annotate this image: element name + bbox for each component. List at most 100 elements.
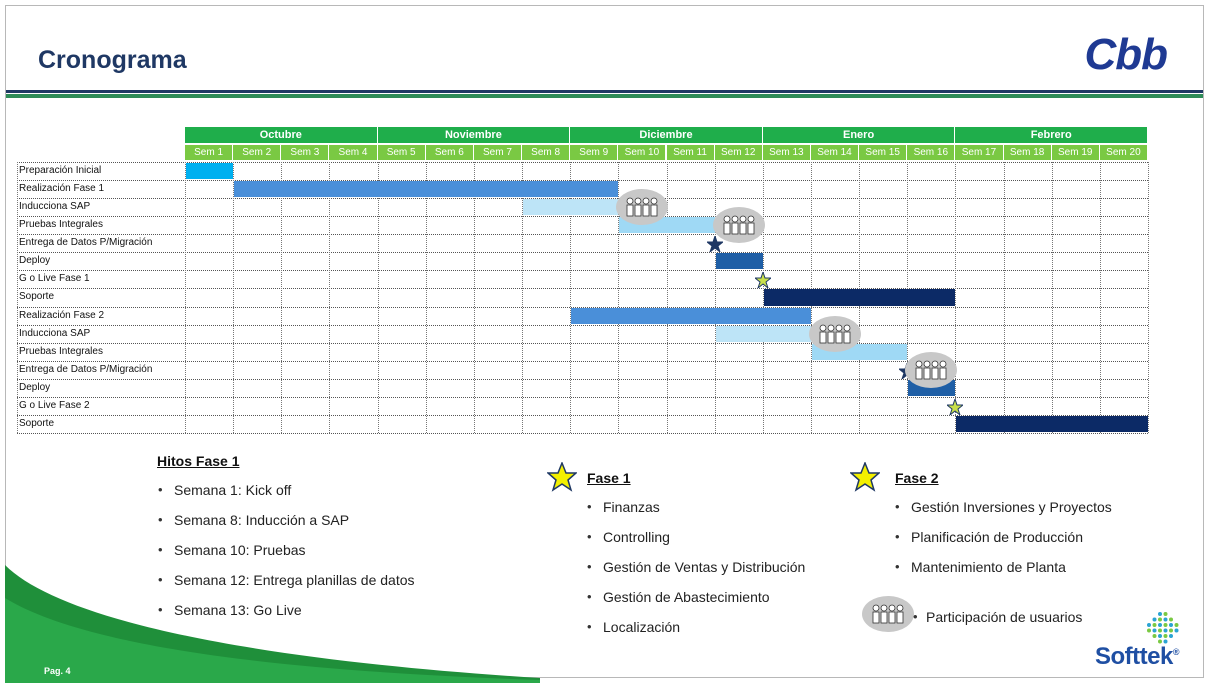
grid-col-line <box>1099 162 1101 433</box>
task-label: G o Live Fase 2 <box>19 399 90 411</box>
grid-row-line <box>17 288 1148 290</box>
week-header: Sem 1 <box>185 145 234 160</box>
month-header: Noviembre <box>377 127 571 143</box>
task-label: Pruebas Integrales <box>19 345 103 357</box>
grid-col-line <box>1051 162 1053 433</box>
fase1-item: Gestión de Abastecimiento <box>587 588 805 606</box>
legend-bullet: • <box>913 609 918 624</box>
hito-item: Semana 13: Go Live <box>158 601 415 619</box>
grid-col-line <box>666 162 668 433</box>
month-header: Enero <box>762 127 956 143</box>
task-label: Soporte <box>19 291 55 303</box>
fase1-item: Controlling <box>587 528 805 546</box>
task-label: Soporte <box>19 417 55 429</box>
users-group-icon <box>712 207 765 244</box>
footer-wave <box>5 565 540 683</box>
week-header: Sem 3 <box>281 145 330 160</box>
grid-row-line <box>17 234 1148 236</box>
hito-item: Semana 12: Entrega planillas de datos <box>158 571 415 589</box>
users-group-icon <box>862 596 914 632</box>
softtek-dots-icon <box>1147 612 1179 644</box>
grid-col-line <box>762 162 764 433</box>
week-header: Sem 16 <box>907 145 956 160</box>
week-header: Sem 17 <box>955 145 1004 160</box>
grid-col-line <box>281 162 283 433</box>
grid-row-line <box>17 360 1148 362</box>
week-header: Sem 15 <box>859 145 908 160</box>
week-header: Sem 14 <box>810 145 860 160</box>
month-header: Octubre <box>185 127 378 143</box>
grid-row-line <box>17 378 1148 380</box>
users-group-icon <box>809 315 862 352</box>
grid-col-line <box>425 162 427 433</box>
grid-col-line <box>377 162 379 433</box>
grid-col-line <box>1148 162 1149 433</box>
week-header: Sem 13 <box>762 145 811 160</box>
fase1-list: FinanzasControllingGestión de Ventas y D… <box>587 498 805 648</box>
week-header: Sem 10 <box>618 145 667 160</box>
hito-item: Semana 10: Pruebas <box>158 541 415 559</box>
grid-col-line <box>185 162 186 433</box>
week-header: Sem 18 <box>1003 145 1052 160</box>
fase1-heading: Fase 1 <box>587 470 631 486</box>
grid-row-line <box>17 306 1148 308</box>
task-label: Entrega de Datos P/Migración <box>19 363 153 375</box>
milestone-star-icon <box>754 272 771 289</box>
week-header: Sem 8 <box>522 145 571 160</box>
grid-row-line <box>17 198 1148 200</box>
star-icon <box>850 462 880 492</box>
task-bar <box>571 307 811 324</box>
grid-col-line <box>233 162 235 433</box>
grid-row-line <box>17 162 1148 163</box>
week-header: Sem 6 <box>425 145 474 160</box>
users-group-icon <box>616 189 669 226</box>
milestone-star-icon <box>706 236 723 253</box>
task-label: Preparación Inicial <box>19 165 102 176</box>
task-label: Inducciona SAP <box>19 327 91 339</box>
grid-col-line <box>329 162 331 433</box>
grid-row-line <box>17 180 1148 182</box>
hitos-heading: Hitos Fase 1 <box>157 453 240 469</box>
grid-col-line <box>473 162 475 433</box>
hito-item: Semana 8: Inducción a SAP <box>158 511 415 529</box>
grid-row-line <box>17 324 1148 326</box>
task-bar <box>234 181 619 198</box>
task-bar <box>186 163 234 180</box>
grid-row-line <box>17 396 1148 398</box>
grid-row-line <box>17 270 1148 272</box>
grid-col-line <box>1003 162 1005 433</box>
grid-row-line <box>17 342 1148 344</box>
grid-col-line <box>955 162 957 433</box>
month-header: Diciembre <box>570 127 763 143</box>
users-group-icon <box>905 351 958 388</box>
week-header: Sem 20 <box>1099 145 1148 160</box>
fase2-item: Planificación de Producción <box>895 528 1112 546</box>
task-label: Pruebas Integrales <box>19 219 103 231</box>
softtek-logo: Softtek® <box>1095 643 1179 670</box>
task-bar <box>523 199 619 216</box>
task-bar <box>763 289 956 306</box>
grid-row-line <box>17 414 1148 416</box>
week-header: Sem 11 <box>666 145 715 160</box>
task-bar <box>715 325 811 342</box>
star-icon <box>547 462 577 492</box>
week-header: Sem 4 <box>329 145 378 160</box>
week-header: Sem 12 <box>714 145 763 160</box>
header-rule-blue <box>6 90 1203 93</box>
task-label: Deploy <box>19 381 51 393</box>
legend-participation-label: Participación de usuarios <box>926 609 1083 625</box>
hito-item: Semana 1: Kick off <box>158 481 415 499</box>
grid-col-line <box>522 162 524 433</box>
page-title: Cronograma <box>38 46 187 74</box>
grid-col-line <box>17 162 18 433</box>
grid-row-line <box>17 216 1148 218</box>
page-number: Pag. 4 <box>44 666 71 676</box>
task-label: Realización Fase 2 <box>19 309 105 321</box>
week-header: Sem 19 <box>1051 145 1100 160</box>
week-header: Sem 7 <box>473 145 523 160</box>
week-header: Sem 2 <box>233 145 282 160</box>
month-header: Febrero <box>955 127 1148 143</box>
grid-col-line <box>618 162 620 433</box>
task-bar <box>956 415 1148 433</box>
grid-col-line <box>570 162 572 433</box>
